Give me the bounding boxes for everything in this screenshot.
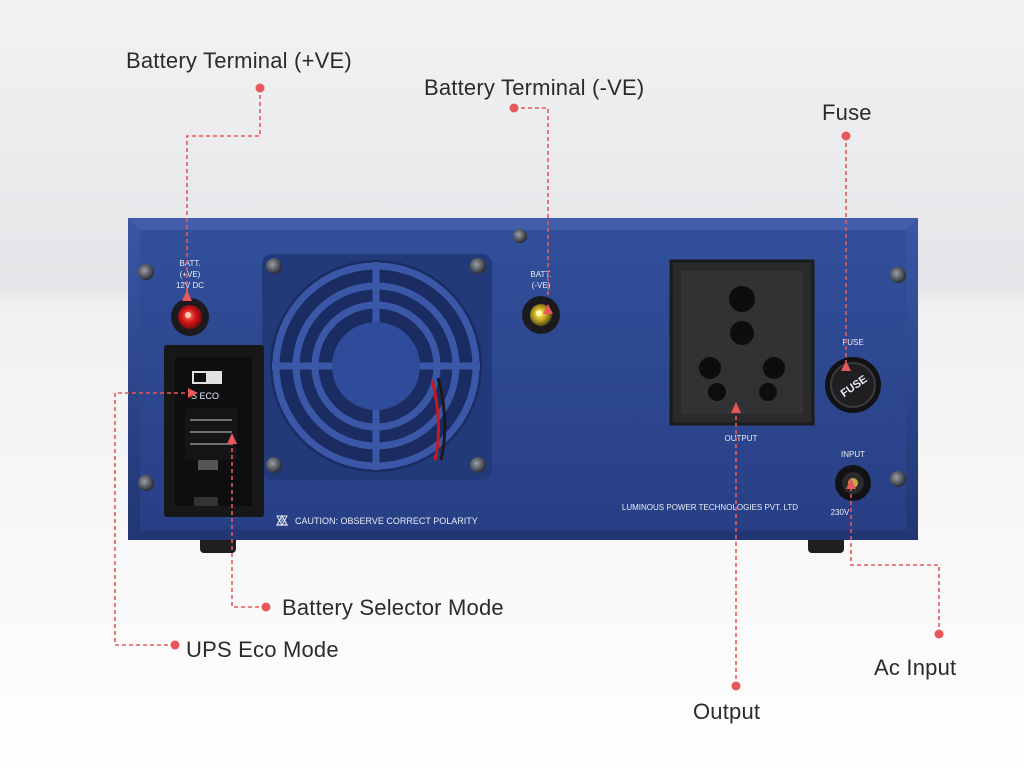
leader-battery-positive [186, 88, 261, 296]
screw-icon [470, 457, 486, 473]
callout-fuse: Fuse [822, 100, 872, 125]
batt-pos-label-3: 12V DC [176, 281, 204, 290]
fuse-holder: FUSE [825, 357, 881, 413]
screw-icon [890, 471, 906, 487]
callout-ac-input: Ac Input [874, 655, 957, 680]
arrowhead-icon [188, 388, 198, 398]
battery-negative-terminal [522, 296, 560, 334]
batt-neg-label-1: BATT. [530, 270, 551, 279]
callout-ups-eco: UPS Eco Mode [186, 637, 339, 662]
input-panel-label: INPUT [841, 450, 865, 459]
output-socket [669, 259, 815, 426]
arrowhead-icon [182, 290, 192, 301]
mode-switch-module: S ECO [164, 345, 264, 517]
callout-battery-selector: Battery Selector Mode [282, 595, 504, 620]
arrowhead-icon [846, 478, 856, 489]
leader-dot-icon [731, 681, 741, 691]
leader-dot-icon [509, 103, 519, 113]
arrowhead-icon [841, 361, 851, 371]
arrowhead-icon [227, 433, 237, 444]
callout-battery-positive: Battery Terminal (+VE) [126, 48, 352, 73]
arrowhead-icon [543, 304, 553, 314]
cooling-fan [262, 254, 492, 480]
leader-dot-icon [934, 629, 944, 639]
callout-output: Output [693, 699, 761, 724]
battery-positive-terminal [171, 298, 209, 336]
screw-icon [470, 258, 486, 274]
output-label: OUTPUT [725, 434, 758, 443]
leader-ac-input [850, 486, 940, 634]
callout-battery-negative: Battery Terminal (-VE) [424, 75, 645, 100]
screw-icon [138, 264, 154, 280]
fuse-panel-label: FUSE [842, 338, 863, 347]
leader-dot-icon [255, 83, 265, 93]
leader-ups-eco [114, 392, 192, 646]
leader-dot-icon [170, 640, 180, 650]
screw-icon [138, 475, 154, 491]
screw-icon [513, 229, 527, 243]
voltage-label: 230V [831, 508, 850, 517]
caution-text: CAUTION: OBSERVE CORRECT POLARITY [295, 516, 478, 526]
chassis-bevel [128, 218, 918, 230]
leader-dot-icon [841, 131, 851, 141]
batt-pos-label-1: BATT. [179, 259, 200, 268]
switch-label: S ECO [191, 391, 219, 401]
screw-icon [266, 258, 282, 274]
batt-pos-label-2: (+VE) [180, 270, 201, 279]
arrowhead-icon [731, 402, 741, 413]
screw-icon [266, 457, 282, 473]
screw-icon [890, 267, 906, 283]
brand-text: LUMINOUS POWER TECHNOLOGIES PVT. LTD [622, 503, 798, 512]
batt-neg-label-2: (-VE) [532, 281, 551, 290]
leader-dot-icon [261, 602, 271, 612]
caution-icon [275, 514, 289, 527]
